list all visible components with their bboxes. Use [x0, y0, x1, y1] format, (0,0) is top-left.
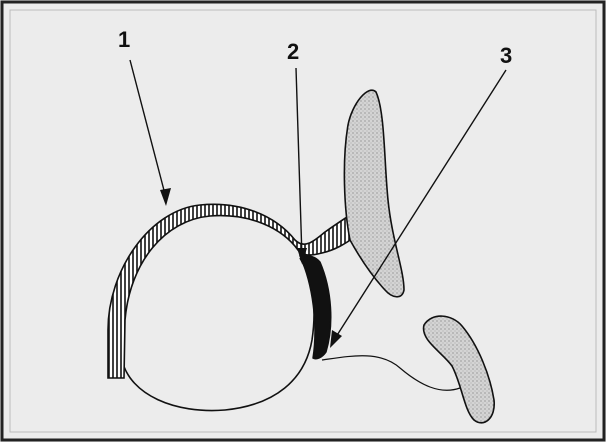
arrow-2-line — [296, 68, 302, 258]
label-3: 3 — [500, 45, 512, 67]
circle-outline — [122, 258, 314, 411]
thin-connecting-line — [322, 356, 460, 391]
label-2: 2 — [287, 41, 299, 63]
arrow-1-line — [130, 60, 166, 198]
dark-crescent — [300, 255, 331, 358]
arrow-3-head — [330, 330, 342, 348]
stippled-lower-shape — [424, 316, 495, 423]
label-1: 1 — [118, 29, 130, 51]
arrow-1-head — [160, 188, 171, 206]
stippled-upper-shape — [344, 90, 404, 297]
